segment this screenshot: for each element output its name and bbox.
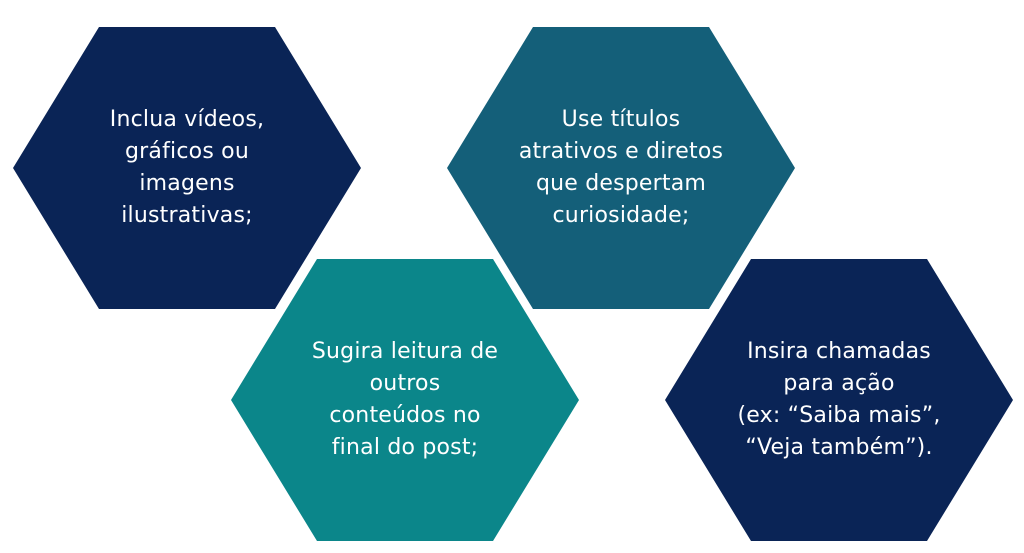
hexagon-fill xyxy=(231,259,579,541)
hexagon-text-line: curiosidade; xyxy=(552,203,690,228)
hexagon-text: Sugira leitura de outros conteúdos no fi… xyxy=(231,259,579,541)
hexagon-text-line: atrativos e diretos xyxy=(518,139,724,164)
hexagon-related-reading: Sugira leitura de outros conteúdos no fi… xyxy=(231,259,579,541)
hexagon-text-line: que despertam xyxy=(535,171,707,196)
hexagon-call-to-action: Insira chamadas para ação (ex: “Saiba ma… xyxy=(665,259,1013,541)
hexagon-text-line: (ex: “Saiba mais”, xyxy=(737,403,941,428)
hexagon-fill xyxy=(13,27,361,309)
hexagon-text-line: Inclua vídeos, xyxy=(109,107,265,132)
hexagon-shape xyxy=(447,27,795,309)
hexagon-text-line: conteúdos no xyxy=(329,403,481,428)
hexagon-text: Use títulos atrativos e diretos que desp… xyxy=(447,27,795,309)
hexagon-text-line: “Veja também”). xyxy=(745,435,933,460)
hexagon-shape xyxy=(231,259,579,541)
hexagon-text-line: outros xyxy=(369,371,441,396)
hexagon-titles: Use títulos atrativos e diretos que desp… xyxy=(447,27,795,309)
hexagon-fill xyxy=(665,259,1013,541)
hexagon-shape xyxy=(665,259,1013,541)
hexagon-shape xyxy=(13,27,361,309)
hexagon-text-line: final do post; xyxy=(331,435,479,460)
hexagon-text-line: Insira chamadas xyxy=(747,339,931,364)
hexagon-text-line: ilustrativas; xyxy=(121,203,253,228)
hexagon-videos-graphics: Inclua vídeos, gráficos ou imagens ilust… xyxy=(13,27,361,309)
hexagon-text-line: imagens xyxy=(139,171,235,196)
hexagon-text: Insira chamadas para ação (ex: “Saiba ma… xyxy=(665,259,1013,541)
hexagon-fill xyxy=(447,27,795,309)
hexagon-text: Inclua vídeos, gráficos ou imagens ilust… xyxy=(13,27,361,309)
hexagon-text-line: gráficos ou xyxy=(125,139,249,164)
hexagon-text-line: Use títulos xyxy=(561,107,681,132)
hexagon-text-line: para ação xyxy=(783,371,895,396)
hexagon-text-line: Sugira leitura de xyxy=(311,339,499,364)
